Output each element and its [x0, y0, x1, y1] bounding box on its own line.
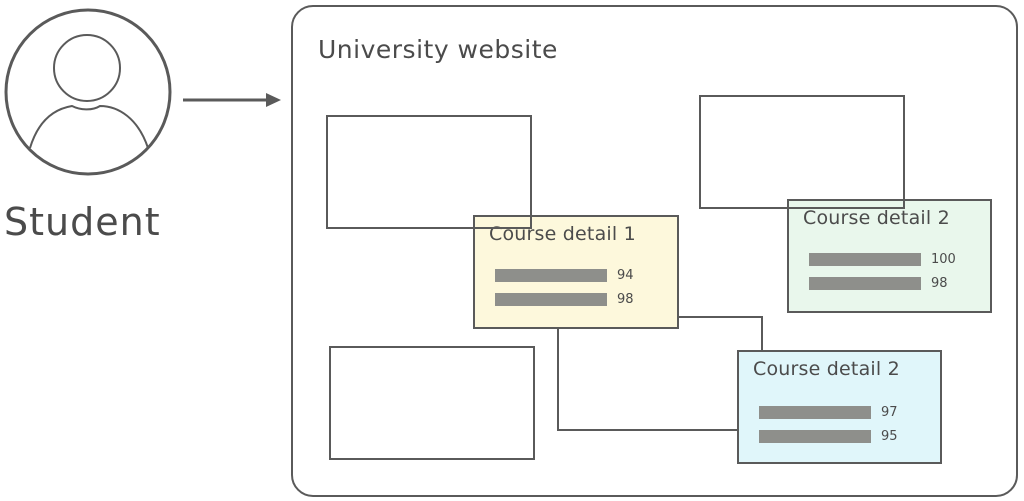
- score-value: 100: [931, 252, 956, 267]
- course-card: Course detail 2 100 98: [787, 199, 992, 313]
- website-frame: [291, 5, 1018, 497]
- placeholder-box-top-left: [326, 115, 532, 229]
- placeholder-box-bottom-left: [329, 346, 535, 460]
- connector-line: [557, 429, 739, 431]
- score-bar: [759, 430, 871, 443]
- user-avatar-icon: [4, 8, 172, 176]
- card-title: Course detail 2: [753, 358, 900, 380]
- actor-label: Student: [4, 200, 161, 244]
- course-card: Course detail 1 94 98: [473, 215, 679, 329]
- connector-line: [761, 316, 763, 352]
- score-value: 98: [617, 292, 634, 307]
- website-title: University website: [318, 35, 558, 64]
- course-card: Course detail 2 97 95: [737, 350, 942, 464]
- score-bar: [809, 253, 921, 266]
- score-value: 98: [931, 276, 948, 291]
- score-bar: [495, 269, 607, 282]
- card-title: Course detail 2: [803, 207, 950, 229]
- score-value: 95: [881, 429, 898, 444]
- score-bar: [759, 406, 871, 419]
- score-bar: [809, 277, 921, 290]
- connector-line: [557, 328, 559, 430]
- placeholder-box-overlap: [326, 115, 532, 229]
- score-bar: [495, 293, 607, 306]
- placeholder-box-overlap: [699, 95, 905, 209]
- arrow-icon: [183, 93, 281, 107]
- connector-line: [677, 316, 763, 318]
- score-value: 97: [881, 405, 898, 420]
- score-value: 94: [617, 268, 634, 283]
